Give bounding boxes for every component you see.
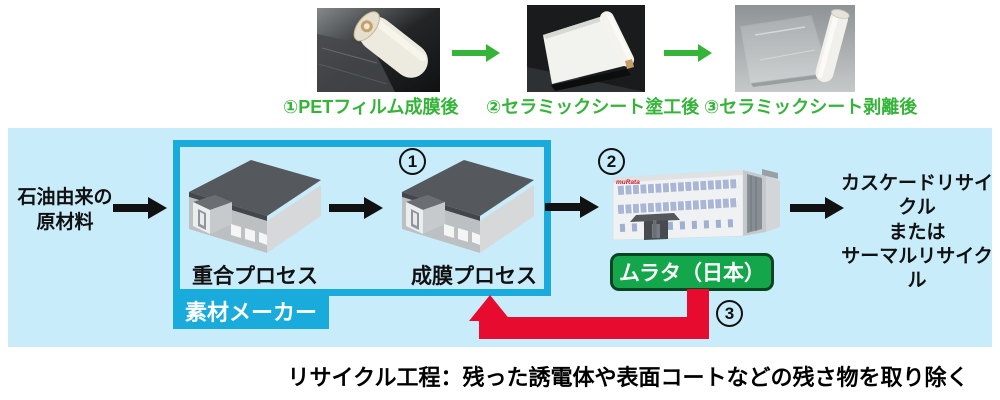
pet-film-caption: ①PETフィルム成膜後	[283, 97, 459, 117]
murata-building-icon: muRata	[612, 169, 780, 241]
material-maker-box	[173, 140, 551, 296]
recycle-output-line1: カスケードリサイクル	[840, 173, 993, 219]
material-maker-badge: 素材メーカー	[173, 296, 330, 329]
coated-sheet-photo	[527, 5, 645, 92]
recycle-output-label: カスケードリサイクル または サーマルリサイクル	[836, 172, 998, 294]
svg-text:muRata: muRata	[616, 179, 640, 186]
murata-japan-badge: ムラタ（日本）	[610, 253, 774, 291]
pet-film-photo	[317, 8, 440, 92]
peeled-sheet-photo	[735, 5, 855, 92]
step-circle-2: 2	[598, 148, 625, 175]
film-forming-process-label: 成膜プロセス	[411, 265, 537, 288]
step-circle-3: 3	[716, 300, 743, 327]
black-arrow-icon	[545, 196, 599, 218]
coated-sheet-caption: ②セラミックシート塗工後	[486, 97, 700, 117]
source-material-line1: 石油由来の	[17, 187, 113, 208]
green-arrow-icon	[452, 44, 500, 62]
black-arrow-icon	[113, 197, 167, 219]
source-material-line2: 原材料	[36, 211, 94, 233]
black-arrow-icon	[329, 197, 383, 219]
recycle-output-line3: サーマルリサイクル	[841, 245, 993, 292]
green-arrow-icon	[664, 44, 712, 62]
recycle-arrow-horizontal	[479, 317, 709, 339]
source-material-label: 石油由来の 原材料	[10, 186, 120, 235]
footer-caption: リサイクル工程：残った誘電体や表面コートなどの残さ物を取り除く	[287, 365, 969, 390]
step-circle-1: 1	[399, 148, 426, 175]
polymerization-process-label: 重合プロセス	[192, 265, 318, 288]
factory-icon	[402, 160, 534, 253]
black-arrow-icon	[790, 197, 844, 219]
factory-icon	[189, 160, 321, 253]
recycle-arrowhead-icon	[469, 295, 511, 321]
recycle-output-line2: または	[888, 221, 946, 243]
peeled-sheet-caption: ③セラミックシート剥離後	[704, 97, 918, 117]
